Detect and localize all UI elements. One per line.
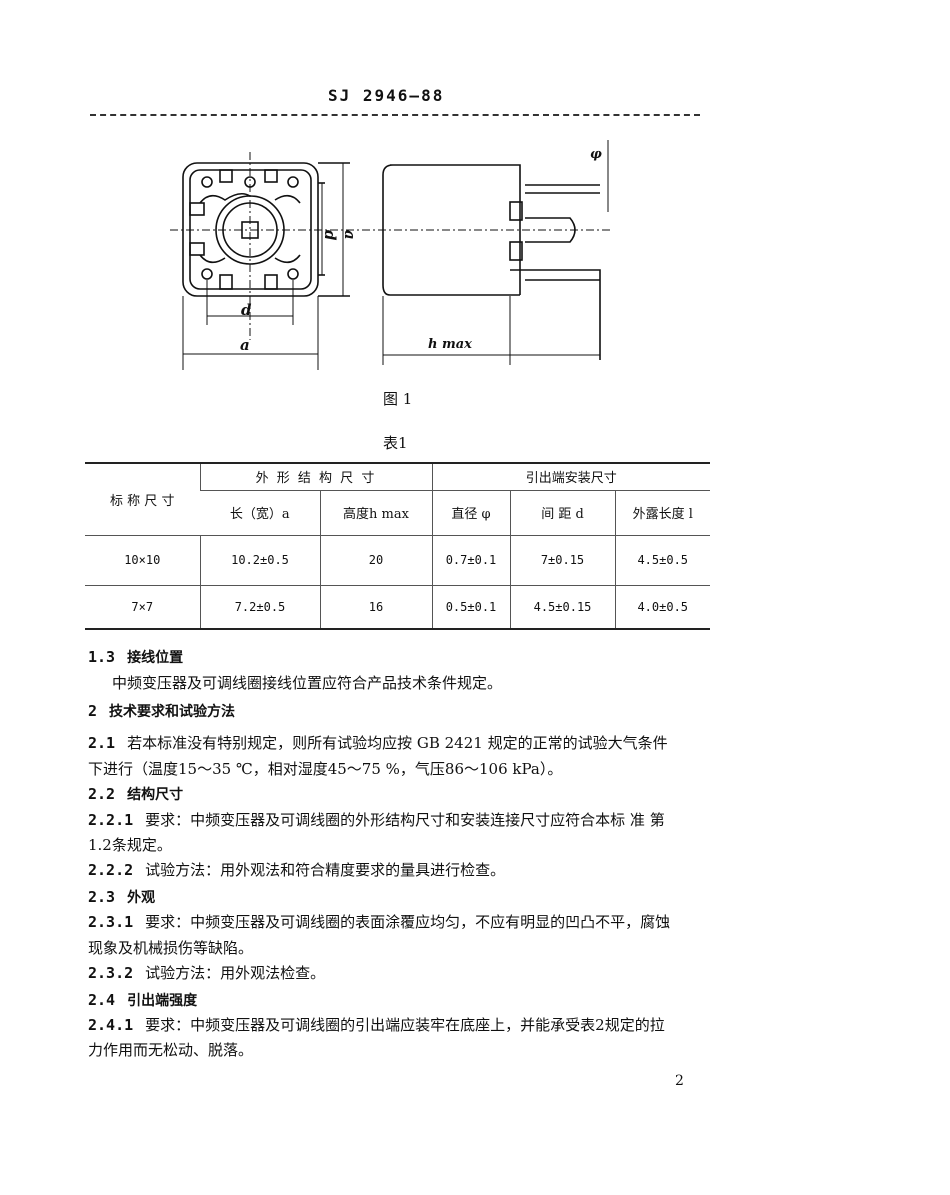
table-cell: 10.2±0.5 [199,534,320,585]
header-nominal-size: 标 称 尺 寸 [110,493,175,509]
line-text: 下进行（温度15～35 ℃，相对湿度45～75 %，气压86～106 kPa）。 [88,760,563,778]
line-text: 若本标准没有特别规定，则所有试验均应按 GB 2421 规定的正常的试验大气条件 [127,734,668,752]
table-row: 7×7 7.2±0.5 16 0.5±0.1 4.5±0.15 4.0±0.5 [85,584,710,629]
header-outline-group: 外 形 结 构 尺 寸 [199,463,432,490]
table-cell: 4.5±0.15 [509,584,615,629]
section-number: 2.4.1 [88,1016,134,1034]
line-text: 1.2条规定。 [88,836,172,854]
label-d-bottom: d [241,301,252,319]
table-cell: 7×7 [85,584,200,629]
subheader-length: 长（宽）a [200,489,320,535]
section-heading: 2.2 结构尺寸 [88,782,183,808]
table-cell: 16 [319,584,432,629]
paragraph-line: 2.2.2 试验方法：用外观法和符合精度要求的量具进行检查。 [88,858,505,883]
paragraph-line: 2.3.1 要求：中频变压器及可调线圈的表面涂覆应均匀，不应有明显的凹凸不平，腐蚀 [88,910,670,935]
line-text: 中频变压器及可调线圈接线位置应符合产品技术条件规定。 [112,674,503,692]
line-text: 力作用而无松动、脱落。 [88,1041,254,1059]
standard-code: SJ 2946—88 [328,86,445,105]
section-heading: 2.3 外观 [88,885,155,911]
paragraph-line: 现象及机械损伤等缺陷。 [88,936,253,961]
line-text: 接线位置 [127,650,184,666]
line-text: 试验方法：用外观法和符合精度要求的量具进行检查。 [145,861,506,879]
table-cell: 4.5±0.5 [614,534,710,585]
section-number: 2.3.2 [88,964,134,982]
line-text: 技术要求和试验方法 [109,704,236,720]
table-cell: 10×10 [85,534,200,585]
subheader-diameter: 直径 φ [431,489,510,535]
paragraph-line: 中频变压器及可调线圈接线位置应符合产品技术条件规定。 [112,671,502,696]
table-cell: 4.0±0.5 [614,584,710,629]
header-rule [90,114,700,116]
section-number: 2.1 [88,734,116,752]
section-number: 2.2.1 [88,811,134,829]
section-number: 1.3 [88,648,116,666]
label-phi: φ [590,147,602,162]
table-cell: 0.7±0.1 [431,534,510,585]
label-a-side: a [341,230,359,240]
page-number: 2 [675,1073,684,1089]
table-row: 10×10 10.2±0.5 20 0.7±0.1 7±0.15 4.5±0.5 [85,534,710,585]
dimension-table: 标 称 尺 寸 外 形 结 构 尺 寸 引出端安装尺寸 长（宽）a 高度h ma… [85,462,710,630]
line-text: 要求：中频变压器及可调线圈的引出端应装牢在底座上，并能承受表2规定的拉 [145,1016,665,1034]
section-number: 2.2.2 [88,861,134,879]
label-hmax: h max [428,337,472,352]
label-d-side: d [321,230,339,241]
paragraph-line: 2.1 若本标准没有特别规定，则所有试验均应按 GB 2421 规定的正常的试验大… [88,731,668,756]
subheader-spacing: 间 距 d [509,489,615,535]
paragraph-line: 1.2条规定。 [88,833,172,858]
section-heading: 2 技术要求和试验方法 [88,699,235,725]
line-text: 现象及机械损伤等缺陷。 [88,939,254,957]
table-cell: 7.2±0.5 [199,584,320,629]
section-number: 2.2 [88,785,116,803]
paragraph-line: 2.3.2 试验方法：用外观法检查。 [88,961,325,986]
paragraph-line: 力作用而无松动、脱落。 [88,1038,253,1063]
subheader-height: 高度h max [319,489,432,535]
figure-1-drawing: d a d a h max φ [170,140,610,370]
label-a-bottom: a [240,336,250,354]
table-cell: 0.5±0.1 [431,584,510,629]
figure-caption: 图 1 [383,390,413,408]
section-number: 2 [88,702,98,720]
section-heading: 2.4 引出端强度 [88,988,197,1014]
section-number: 2.3.1 [88,913,134,931]
table-caption: 表1 [383,434,408,452]
line-text: 试验方法：用外观法检查。 [145,964,326,982]
header-lead-group: 引出端安装尺寸 [431,463,710,490]
line-text: 结构尺寸 [127,787,184,803]
line-text: 外观 [127,890,156,906]
section-heading: 1.3 接线位置 [88,645,183,671]
line-text: 要求：中频变压器及可调线圈的表面涂覆应均匀，不应有明显的凹凸不平，腐蚀 [145,913,671,931]
line-text: 要求：中频变压器及可调线圈的外形结构尺寸和安装连接尺寸应符合本标 准 第 [145,811,665,829]
paragraph-line: 2.2.1 要求：中频变压器及可调线圈的外形结构尺寸和安装连接尺寸应符合本标 准 … [88,808,665,833]
table-cell: 20 [319,534,432,585]
paragraph-line: 2.4.1 要求：中频变压器及可调线圈的引出端应装牢在底座上，并能承受表2规定的拉 [88,1013,665,1038]
table-cell: 7±0.15 [509,534,615,585]
section-number: 2.3 [88,888,116,906]
subheader-exposed-length: 外露长度 l [614,489,710,535]
section-number: 2.4 [88,991,116,1009]
paragraph-line: 下进行（温度15～35 ℃，相对湿度45～75 %，气压86～106 kPa）。 [88,757,562,782]
line-text: 引出端强度 [127,993,198,1009]
